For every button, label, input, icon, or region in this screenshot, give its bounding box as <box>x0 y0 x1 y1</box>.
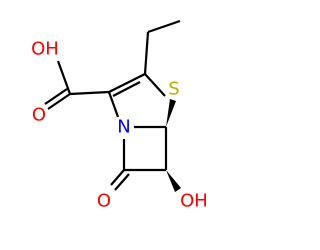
molecule-diagram: OH O S N O OH <box>31 19 208 212</box>
atom-hydroxyl-oh: OH <box>180 191 208 212</box>
bond-c2-n <box>107 91 120 118</box>
atom-lactam-o: O <box>97 191 111 212</box>
bond-c2-ccooh <box>69 90 110 96</box>
bond-c3-s <box>144 73 166 97</box>
bond-ccooh-oh <box>56 60 72 95</box>
wedge-c6-oh <box>166 170 181 192</box>
bond-ccooh-o-double <box>44 88 68 105</box>
atom-sulfur: S <box>168 79 179 100</box>
wedge-c5-s <box>166 99 176 127</box>
bond-ethyl-ch2-c3 <box>143 31 150 75</box>
atom-labels: OH O S N O OH <box>31 39 208 212</box>
bond-c3-c2 <box>108 73 146 93</box>
atom-carboxyl-o: O <box>32 105 46 126</box>
bond-c7-o-double <box>114 173 130 191</box>
bond-c7-o <box>110 169 125 186</box>
bond-ccooh-o <box>47 93 71 110</box>
bond-c3-c2-double <box>112 81 141 97</box>
bond-ethyl-ch3-ch2 <box>147 19 181 34</box>
atom-nitrogen: N <box>117 117 130 138</box>
bonds <box>44 19 181 191</box>
atom-carboxyl-oh: OH <box>31 39 59 60</box>
